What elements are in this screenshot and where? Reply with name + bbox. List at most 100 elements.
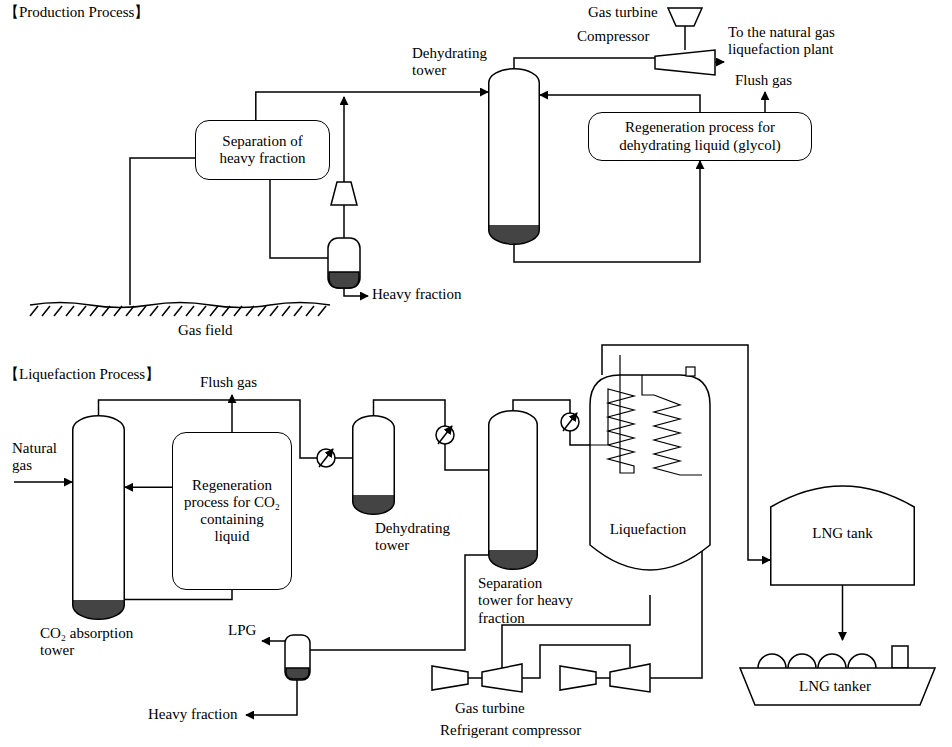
process-drawing-stroke (317, 449, 335, 467)
process-box: Regeneration process for dehydrating liq… (588, 112, 812, 161)
annotation-label: Natural gas (12, 440, 67, 475)
lng-tanker-stroke (758, 654, 786, 668)
process-drawing-stroke (764, 92, 766, 112)
flow-line (125, 590, 232, 600)
process-drawing-stroke (270, 180, 328, 258)
annotation-label: Gas turbine (588, 4, 658, 21)
process-drawing-stroke (162, 306, 170, 316)
flow-line (514, 161, 700, 262)
compressor-symbol-stroke (655, 50, 715, 75)
process-drawing-stroke (246, 306, 254, 316)
process-drawing-stroke (270, 306, 278, 316)
process-drawing-stroke (246, 680, 297, 715)
process-drawing-stroke (66, 306, 74, 316)
node-label: LNG tank (770, 525, 915, 542)
process-drawing-stroke (310, 555, 488, 650)
process-drawing-stroke (14, 481, 72, 483)
separation-tower: Separation tower for heavy fraction (488, 410, 538, 570)
process-drawing-stroke (328, 238, 360, 288)
lng-tanker: LNG tanker (740, 640, 935, 705)
process-drawing-stroke (343, 205, 345, 238)
process-drawing-stroke (468, 677, 482, 679)
process-drawing-stroke (596, 677, 610, 679)
annotation-label: 【Production Process】 (4, 4, 149, 21)
annotation-label: Refrigerant compressor (440, 722, 581, 739)
process-drawing-stroke (30, 306, 38, 316)
lng-tank-stroke (771, 486, 915, 585)
process-drawing-stroke (90, 306, 98, 316)
process-drawing-stroke (78, 306, 86, 316)
dehydrating-tower-stroke (489, 69, 540, 245)
process-box: Separation of heavy fraction (195, 120, 330, 180)
process-drawing-stroke (198, 306, 206, 316)
process-drawing-stroke (222, 306, 230, 316)
process-drawing-stroke (126, 306, 134, 316)
annotation-label: Flush gas (200, 374, 257, 391)
annotation-label: Heavy fraction (148, 706, 238, 723)
absorption-tower: CO₂ absorption tower (72, 415, 125, 620)
flow-line (513, 400, 590, 445)
lng-tanker-stroke (818, 654, 846, 668)
process-drawing-stroke (432, 666, 468, 690)
process-drawing-stroke (286, 668, 309, 679)
process-drawing-stroke (282, 306, 290, 316)
process-drawing-stroke (318, 306, 326, 316)
process-drawing-stroke (231, 395, 233, 432)
annotation-label: To the natural gas liquefaction plant (728, 24, 863, 59)
liquefaction-vessel-stroke (642, 375, 702, 475)
lng-tanker-outline (740, 640, 935, 705)
process-drawing-stroke (560, 666, 596, 690)
process-drawing-stroke (344, 288, 368, 296)
process-drawing-stroke (715, 61, 724, 63)
process-drawing-stroke (102, 306, 110, 316)
process-drawing-stroke (331, 182, 357, 205)
process-drawing-stroke (436, 426, 454, 444)
dehydrating-tower: Dehydrating tower (352, 415, 395, 515)
node-label: Dehydrating tower (375, 520, 455, 555)
process-drawing-stroke (438, 426, 452, 444)
annotation-label: Gas field (178, 322, 233, 339)
compressor-symbol: Compressor (655, 50, 715, 75)
lng-tanker-stroke (788, 654, 816, 668)
process-drawing-stroke (561, 413, 579, 431)
flow-line (256, 92, 488, 120)
process-drawing-stroke (294, 306, 302, 316)
process-drawing-stroke (285, 635, 310, 680)
process-drawing-stroke (482, 664, 522, 692)
liquefaction-vessel-outline (590, 375, 710, 595)
process-drawing-stroke (258, 306, 266, 316)
lng-tanker-stroke (848, 654, 876, 668)
process-drawing-stroke (30, 303, 330, 308)
process-drawing-stroke (138, 306, 146, 316)
annotation-label: Gas turbine (455, 700, 525, 717)
separation-tower-outline (488, 410, 538, 570)
process-drawing-stroke (186, 306, 194, 316)
annotation-label: Heavy fraction (372, 286, 462, 303)
process-drawing-stroke (343, 97, 345, 182)
node-label: Regeneration process for dehydrating liq… (597, 119, 803, 154)
process-drawing-stroke (306, 306, 314, 316)
node-label: LNG tanker (760, 678, 910, 695)
process-drawing-stroke (42, 306, 50, 316)
process-drawing-stroke (54, 306, 62, 316)
process-drawing-stroke (329, 272, 359, 288)
process-drawing-stroke (668, 8, 702, 26)
lng-tank: LNG tank (770, 475, 915, 585)
absorption-tower-outline (72, 415, 125, 620)
dehydrating-tower-outline (488, 68, 540, 245)
dehydrating-tower-stroke (353, 416, 395, 515)
node-label: Separation of heavy fraction (204, 133, 321, 168)
absorption-tower-stroke (73, 416, 125, 620)
process-drawing-stroke (30, 306, 326, 316)
compressor-symbol-outline (655, 50, 715, 75)
process-box: Regeneration process for CO₂ containing … (172, 432, 292, 590)
process-drawing-stroke (114, 306, 122, 316)
process-drawing-stroke (174, 306, 182, 316)
annotation-label: 【Liquefaction Process】 (4, 366, 160, 383)
lng-tanker-stroke (892, 646, 908, 668)
process-drawing-stroke (319, 449, 333, 467)
flow-line (374, 400, 489, 470)
flow-line (540, 95, 700, 112)
liquefaction-vessel: Liquefaction (590, 375, 710, 595)
annotation-label: LPG (228, 622, 256, 639)
